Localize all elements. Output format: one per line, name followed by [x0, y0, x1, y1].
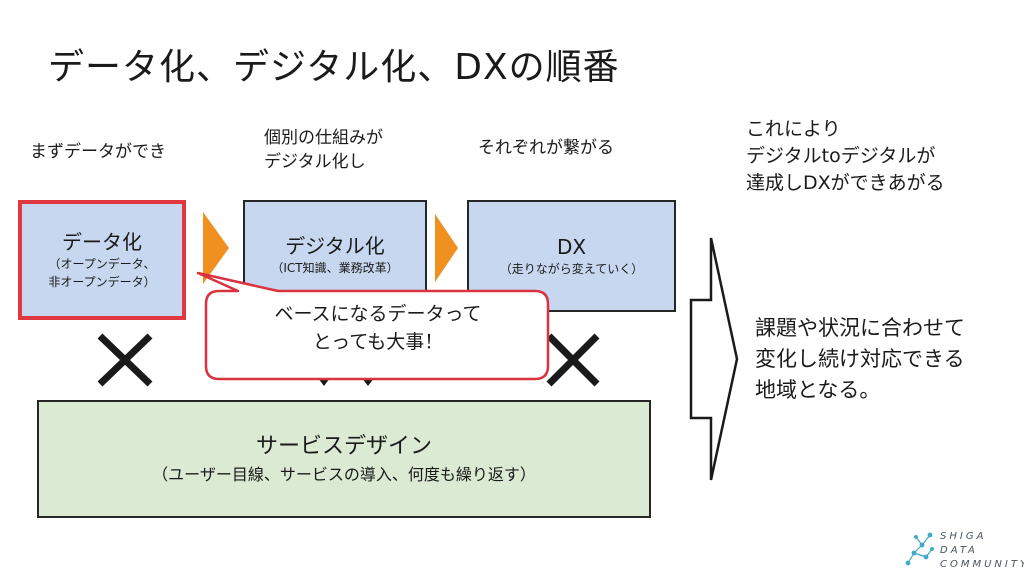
callout-bubble: [196, 271, 550, 381]
step-2-caption: 個別の仕組みが デジタル化し: [264, 128, 383, 172]
step-1-caption: まずデータができ: [30, 142, 166, 162]
step-arrow-1: [203, 212, 229, 284]
cross-mark-right: [546, 333, 600, 387]
step-arrow-2: [435, 214, 458, 282]
outcome-arrow: [689, 237, 739, 481]
outcome-caption: これにより デジタルtoデジタルが 達成しDXができあがる: [746, 118, 945, 194]
network-icon: [905, 532, 934, 566]
result-text: 課題や状況に合わせて 変化し続け対応できる 地域となる。: [755, 316, 965, 402]
logo-text: SHIGA DATA COMMUNITY: [940, 531, 1024, 570]
page-title: データ化、デジタル化、DXの順番: [48, 47, 620, 88]
box-data: データ化 （オープンデータ、 非オープンデータ）: [18, 200, 186, 320]
step-3-caption: それぞれが繋がる: [478, 138, 614, 158]
box-dx: DX （走りながら変えていく）: [467, 200, 676, 312]
cross-mark-left: [97, 333, 153, 387]
box-service-design: サービスデザイン （ユーザー目線、サービスの導入、何度も繰り返す）: [37, 400, 651, 518]
callout-text: ベースになるデータって とっても大事！: [274, 303, 482, 353]
